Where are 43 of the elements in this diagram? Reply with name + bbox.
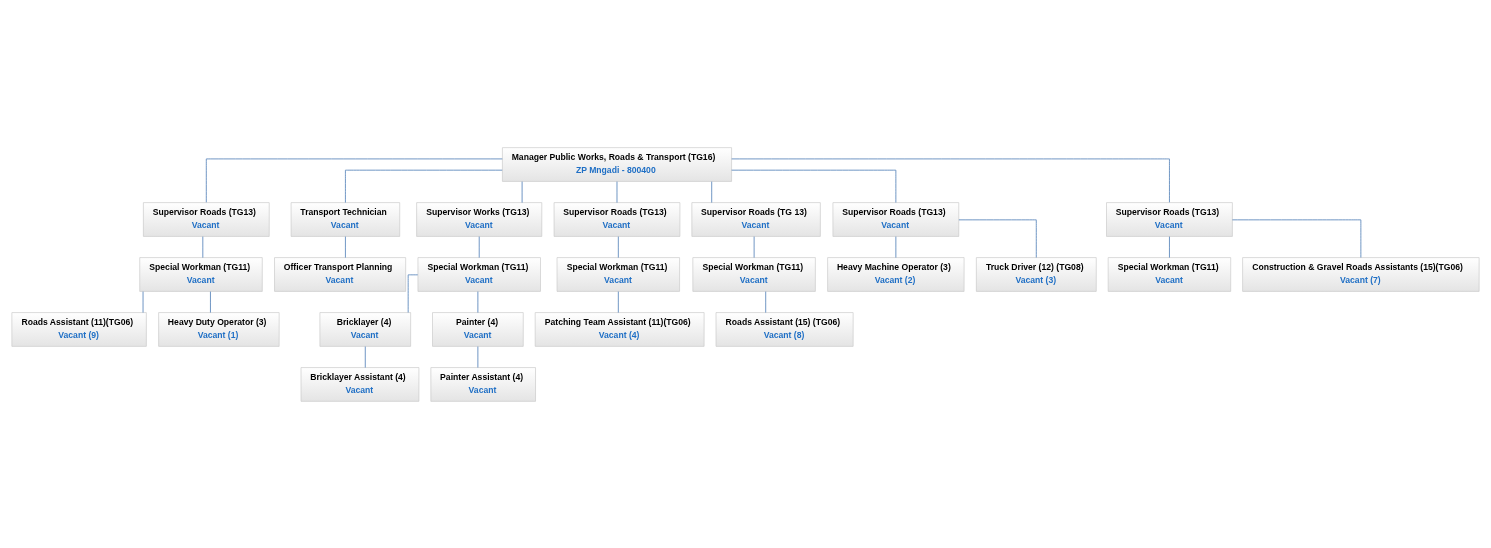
- node-box: Supervisor Roads (TG13) Vacant: [832, 201, 960, 237]
- node-box: Bricklayer (4) Vacant: [319, 311, 411, 347]
- connector: [895, 235, 897, 258]
- node-box: Special Workman (TG11) Vacant: [1107, 256, 1232, 292]
- node-box: Special Workman (TG11) Vacant: [139, 256, 263, 292]
- connector: [205, 158, 503, 203]
- node-box: Supervisor Roads (TG 13) Vacant: [691, 201, 821, 237]
- node-box: Special Workman (TG11) Vacant: [692, 256, 816, 292]
- connector: [958, 218, 1037, 258]
- node-box: Supervisor Roads (TG13) Vacant: [553, 201, 681, 237]
- node-box: Painter (4) Vacant: [432, 311, 524, 347]
- connector: [407, 273, 419, 313]
- node-box: Truck Driver (12) (TG08) Vacant (3): [976, 256, 1097, 292]
- node-box: Patching Team Assistant (11)(TG06) Vacant (4): [534, 311, 705, 347]
- node-box: Special Workman (TG11) Vacant: [417, 256, 541, 292]
- node-box: Officer Transport Planning Vacant: [274, 256, 406, 292]
- connector: [765, 290, 767, 313]
- connector: [478, 235, 480, 258]
- connector: [345, 169, 503, 203]
- node-box: Heavy Duty Operator (3) Vacant (1): [158, 311, 280, 347]
- connector: [731, 169, 897, 203]
- node-box: Roads Assistant (15) (TG06) Vacant (8): [715, 311, 854, 347]
- node-box: Supervisor Works (TG13) Vacant: [416, 201, 543, 237]
- node-box: Transport Technician Vacant: [290, 201, 401, 237]
- node-box: Supervisor Roads (TG13) Vacant: [143, 201, 270, 237]
- node-box: Manager Public Works, Roads & Transport (TG16) ZP Mngadi - 800400: [502, 146, 732, 182]
- node-box: Bricklayer Assistant (4) Vacant: [300, 366, 420, 402]
- connector: [210, 290, 211, 313]
- node-box: Construction & Gravel Roads Assistants (15)(TG06) Vacant (7): [1242, 256, 1480, 292]
- node-box: Heavy Machine Operator (3) Vacant (2): [827, 256, 965, 292]
- connector: [1232, 218, 1362, 258]
- connector: [617, 290, 619, 313]
- node-box: Supervisor Roads (TG13) Vacant: [1106, 201, 1233, 237]
- connector: [711, 180, 713, 203]
- connector: [364, 345, 366, 368]
- connector: [617, 235, 619, 258]
- node-box: Roads Assistant (11)(TG06) Vacant (9): [11, 311, 147, 347]
- connector: [345, 235, 346, 258]
- connector: [202, 235, 204, 258]
- connector: [731, 158, 1170, 203]
- node-box: Special Workman (TG11) Vacant: [556, 256, 680, 292]
- connector: [1169, 235, 1170, 258]
- node-box: Painter Assistant (4) Vacant: [430, 366, 536, 402]
